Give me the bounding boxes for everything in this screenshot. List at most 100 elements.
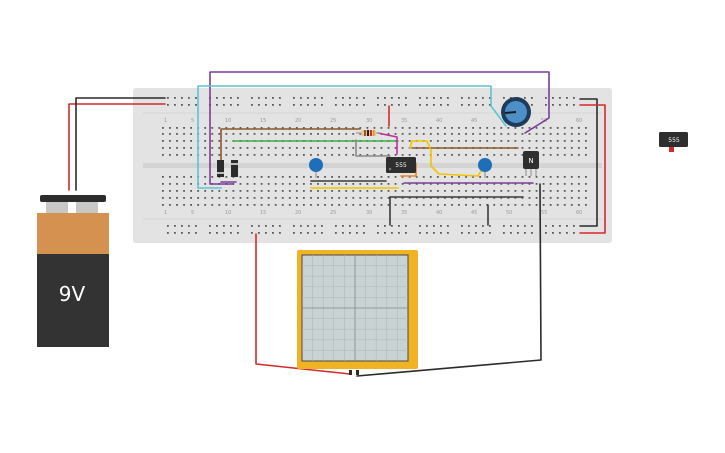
breadboard-hole[interactable] — [545, 97, 547, 99]
breadboard-hole[interactable] — [570, 133, 573, 135]
breadboard-hole[interactable] — [426, 97, 428, 99]
breadboard-hole[interactable] — [380, 197, 383, 199]
breadboard-hole[interactable] — [169, 147, 171, 149]
breadboard-hole[interactable] — [162, 127, 164, 129]
breadboard-hole[interactable] — [577, 204, 580, 206]
breadboard-hole[interactable] — [267, 183, 270, 185]
breadboard-hole[interactable] — [211, 204, 214, 206]
breadboard-hole[interactable] — [279, 225, 281, 227]
breadboard-hole[interactable] — [479, 133, 482, 135]
breadboard-hole[interactable] — [577, 176, 580, 178]
breadboard-hole[interactable] — [531, 225, 533, 227]
breadboard-hole[interactable] — [465, 190, 467, 192]
breadboard-hole[interactable] — [218, 154, 221, 156]
breadboard-hole[interactable] — [331, 176, 333, 178]
breadboard-hole[interactable] — [493, 183, 496, 185]
breadboard-hole[interactable] — [300, 232, 302, 234]
breadboard-hole[interactable] — [265, 225, 267, 227]
breadboard-hole[interactable] — [377, 225, 379, 227]
breadboard-hole[interactable] — [279, 232, 281, 234]
breadboard-hole[interactable] — [338, 190, 341, 192]
breadboard-hole[interactable] — [542, 133, 545, 135]
breadboard-hole[interactable] — [181, 104, 183, 106]
breadboard-hole[interactable] — [472, 154, 474, 156]
breadboard-hole[interactable] — [570, 197, 573, 199]
breadboard-hole[interactable] — [429, 127, 432, 129]
breadboard-hole[interactable] — [338, 176, 341, 178]
breadboard-hole[interactable] — [274, 190, 277, 192]
breadboard-hole[interactable] — [436, 154, 439, 156]
breadboard-hole[interactable] — [204, 133, 207, 135]
breadboard-hole[interactable] — [281, 197, 284, 199]
breadboard-hole[interactable] — [429, 204, 432, 206]
breadboard-hole[interactable] — [265, 232, 267, 234]
breadboard-hole[interactable] — [510, 232, 512, 234]
breadboard-hole[interactable] — [204, 140, 207, 142]
breadboard-hole[interactable] — [267, 190, 270, 192]
breadboard-hole[interactable] — [310, 154, 312, 156]
breadboard-hole[interactable] — [204, 176, 207, 178]
breadboard-hole[interactable] — [162, 154, 164, 156]
breadboard-hole[interactable] — [377, 232, 379, 234]
breadboard-hole[interactable] — [281, 147, 284, 149]
breadboard-hole[interactable] — [570, 183, 573, 185]
breadboard-hole[interactable] — [465, 176, 467, 178]
breadboard-hole[interactable] — [162, 190, 164, 192]
breadboard-hole[interactable] — [230, 225, 232, 227]
breadboard-hole[interactable] — [345, 127, 348, 129]
breadboard-hole[interactable] — [563, 197, 566, 199]
breadboard-hole[interactable] — [195, 225, 197, 227]
breadboard-hole[interactable] — [352, 204, 355, 206]
breadboard-hole[interactable] — [585, 197, 587, 199]
breadboard-hole[interactable] — [401, 176, 404, 178]
breadboard-hole[interactable] — [267, 197, 270, 199]
breadboard-hole[interactable] — [387, 154, 390, 156]
breadboard-hole[interactable] — [493, 190, 496, 192]
breadboard-hole[interactable] — [183, 147, 185, 149]
breadboard-hole[interactable] — [426, 225, 428, 227]
breadboard-hole[interactable] — [225, 154, 228, 156]
breadboard-hole[interactable] — [444, 176, 446, 178]
breadboard-hole[interactable] — [218, 140, 221, 142]
breadboard-hole[interactable] — [176, 140, 178, 142]
breadboard-hole[interactable] — [288, 133, 291, 135]
breadboard-hole[interactable] — [461, 97, 463, 99]
breadboard-hole[interactable] — [303, 190, 305, 192]
breadboard-hole[interactable] — [237, 104, 239, 106]
breadboard-hole[interactable] — [281, 176, 284, 178]
potentiometer[interactable] — [501, 97, 531, 127]
breadboard-hole[interactable] — [307, 225, 309, 227]
breadboard-hole[interactable] — [338, 127, 341, 129]
breadboard-hole[interactable] — [317, 183, 319, 185]
breadboard-hole[interactable] — [387, 147, 390, 149]
breadboard-hole[interactable] — [300, 97, 302, 99]
breadboard-hole[interactable] — [216, 225, 218, 227]
breadboard-hole[interactable] — [232, 190, 235, 192]
breadboard-hole[interactable] — [451, 204, 453, 206]
breadboard-hole[interactable] — [300, 104, 302, 106]
breadboard-hole[interactable] — [535, 204, 538, 206]
breadboard-hole[interactable] — [188, 225, 190, 227]
breadboard-hole[interactable] — [377, 97, 379, 99]
breadboard-hole[interactable] — [190, 183, 192, 185]
breadboard-hole[interactable] — [542, 147, 545, 149]
breadboard-hole[interactable] — [521, 197, 524, 199]
breadboard-hole[interactable] — [507, 127, 510, 129]
breadboard-hole[interactable] — [225, 176, 228, 178]
breadboard-hole[interactable] — [230, 232, 232, 234]
wire-red-oscilloscope-probe[interactable] — [255, 233, 351, 375]
breadboard-hole[interactable] — [338, 183, 341, 185]
breadboard-hole[interactable] — [197, 197, 200, 199]
breadboard-hole[interactable] — [486, 127, 489, 129]
breadboard-hole[interactable] — [405, 225, 407, 227]
breadboard-hole[interactable] — [451, 190, 453, 192]
breadboard-hole[interactable] — [225, 190, 228, 192]
breadboard[interactable]: 1 5 10 15 20 25 30 35 40 45 50 55 60 1 5… — [133, 88, 612, 243]
battery-9v[interactable]: 9V — [37, 195, 109, 347]
breadboard-hole[interactable] — [489, 232, 491, 234]
breadboard-hole[interactable] — [258, 232, 260, 234]
breadboard-hole[interactable] — [514, 190, 517, 192]
breadboard-hole[interactable] — [552, 232, 554, 234]
breadboard-hole[interactable] — [211, 133, 214, 135]
breadboard-hole[interactable] — [401, 183, 404, 185]
